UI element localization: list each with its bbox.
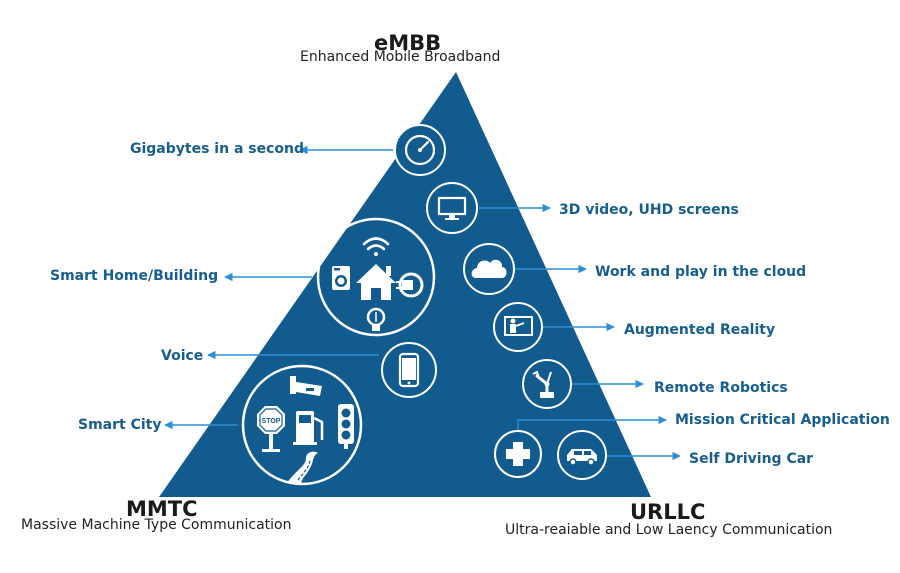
power-plug-icon: [396, 272, 424, 298]
label-smart-city: Smart City: [78, 417, 162, 433]
smart-city-group: STOP: [241, 364, 363, 486]
label-smart-home: Smart Home/Building: [50, 268, 219, 284]
wifi-icon: [362, 237, 390, 256]
mmtc-subtitle: Massive Machine Type Communication: [21, 517, 292, 533]
house-icon: [356, 264, 396, 300]
stop-sign-text: STOP: [262, 418, 281, 425]
stop-sign-icon: STOP: [257, 406, 285, 452]
embb-subtitle: Enhanced Mobile Broadband: [300, 49, 501, 65]
label-gigabytes: Gigabytes in a second: [130, 141, 304, 157]
smartphone-icon: [381, 342, 437, 398]
label-3d-video: 3D video, UHD screens: [559, 202, 739, 218]
presenter-screen-icon: [493, 302, 543, 352]
medical-cross-icon: [494, 430, 542, 478]
label-self-driving-car: Self Driving Car: [689, 451, 814, 467]
label-remote-robotics: Remote Robotics: [654, 380, 788, 396]
label-mission-critical: Mission Critical Application: [675, 412, 890, 428]
urllc-subtitle: Ultra-reaiable and Low Laency Communicat…: [505, 522, 833, 538]
connector-arrows: [164, 145, 681, 461]
washing-machine-icon: [332, 266, 350, 290]
monitor-icon: [426, 182, 478, 234]
label-voice: Voice: [161, 348, 204, 364]
security-camera-icon: [290, 376, 322, 396]
mmtc-title: MMTC: [126, 497, 198, 521]
label-cloud: Work and play in the cloud: [595, 264, 807, 280]
urllc-title: URLLC: [630, 500, 706, 524]
road-icon: [287, 451, 318, 484]
label-augmented-reality: Augmented Reality: [624, 322, 776, 338]
light-bulb-icon: [366, 307, 386, 331]
fuel-pump-icon: [293, 411, 324, 445]
speedometer-icon: [394, 124, 446, 176]
cloud-icon: [463, 243, 515, 295]
smart-home-group: [316, 217, 436, 337]
robot-arm-icon: [522, 359, 572, 409]
car-icon: [557, 430, 607, 480]
arrow-mission: [517, 415, 667, 430]
embb-title: eMBB: [374, 31, 442, 55]
traffic-light-icon: [338, 404, 354, 449]
